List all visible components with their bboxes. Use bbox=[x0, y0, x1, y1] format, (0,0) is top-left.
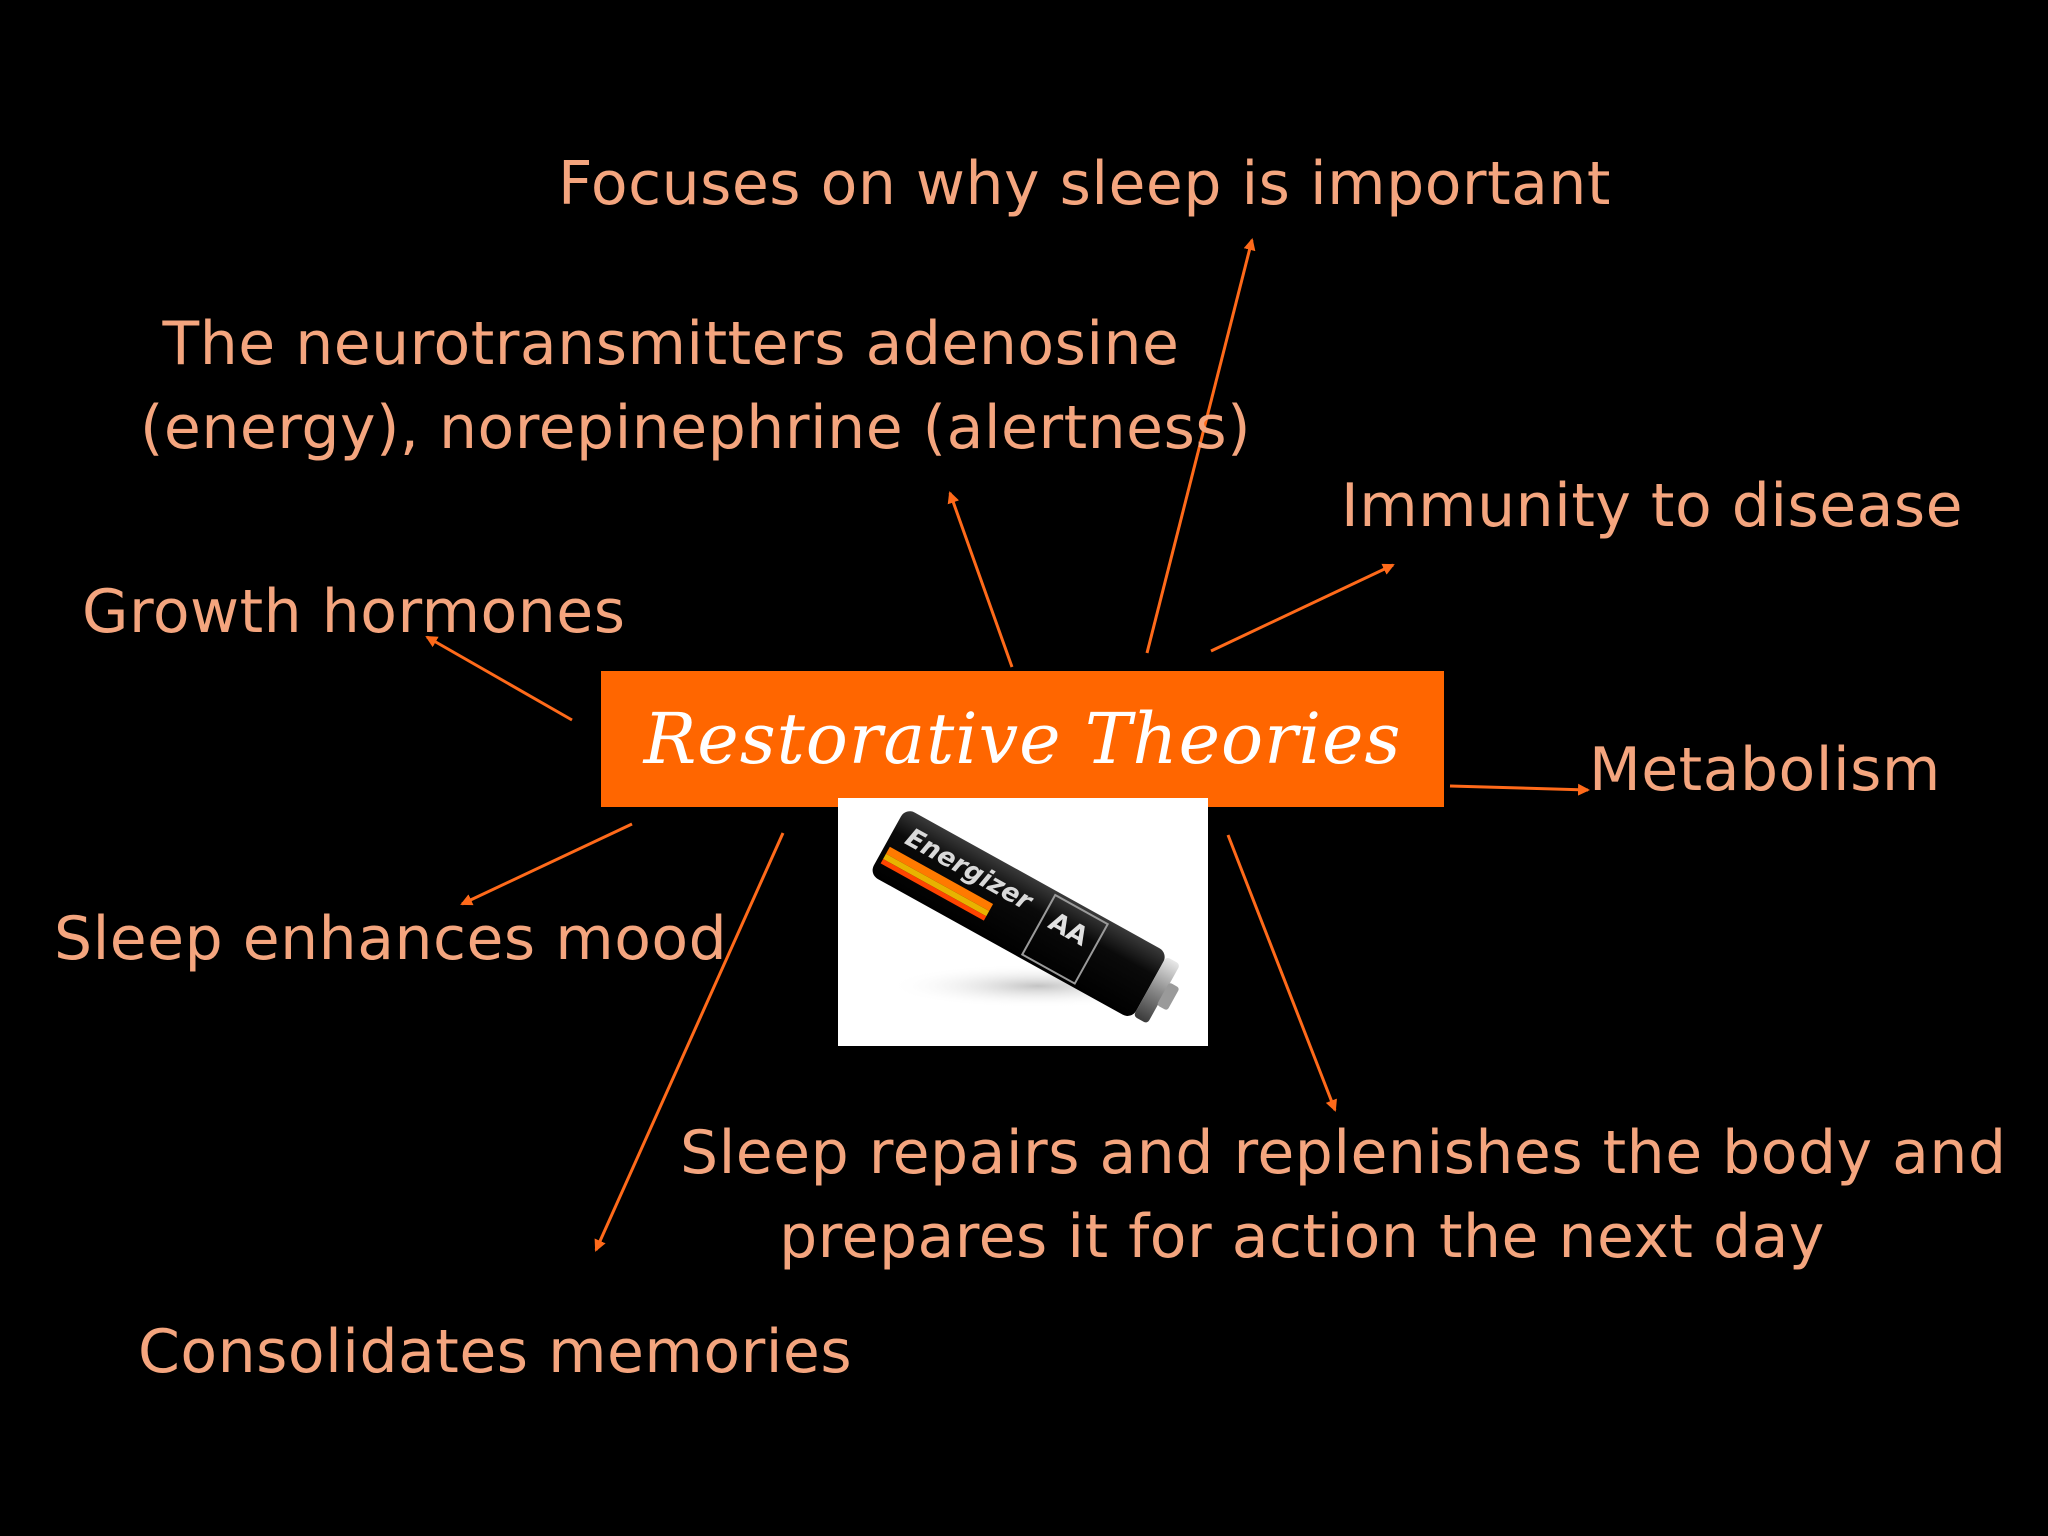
arrow-to-metabolism bbox=[1449, 783, 1590, 796]
label-repairs-line1: Sleep repairs and replenishes the body a… bbox=[680, 1118, 2007, 1188]
label-neurotransmitters-line1: The neurotransmitters adenosine bbox=[162, 309, 1180, 379]
label-repairs: Sleep repairs and replenishes the body a… bbox=[680, 1111, 2007, 1279]
label-mood: Sleep enhances mood bbox=[54, 904, 728, 974]
label-metabolism: Metabolism bbox=[1589, 735, 1941, 805]
label-growth-hormones: Growth hormones bbox=[82, 577, 626, 647]
arrow-to-repairs bbox=[1226, 834, 1337, 1112]
label-memories: Consolidates memories bbox=[138, 1317, 853, 1387]
battery-illustration: Energizer AA bbox=[872, 811, 1188, 1023]
arrow-to-neurotransmitters bbox=[947, 491, 1014, 668]
arrow-to-immunity bbox=[1210, 563, 1395, 653]
label-repairs-line2: prepares it for action the next day bbox=[779, 1202, 1825, 1272]
arrow-to-mood bbox=[460, 822, 633, 906]
label-neurotransmitters-line2: (energy), norepinephrine (alertness) bbox=[140, 393, 1252, 463]
label-focus: Focuses on why sleep is important bbox=[558, 149, 1611, 219]
label-neurotransmitters: The neurotransmitters adenosine (energy)… bbox=[140, 302, 1252, 470]
title-text: Restorative Theories bbox=[643, 698, 1402, 780]
title-box: Restorative Theories bbox=[601, 671, 1444, 807]
battery-image: Energizer AA bbox=[838, 798, 1208, 1046]
label-immunity: Immunity to disease bbox=[1341, 471, 1964, 541]
